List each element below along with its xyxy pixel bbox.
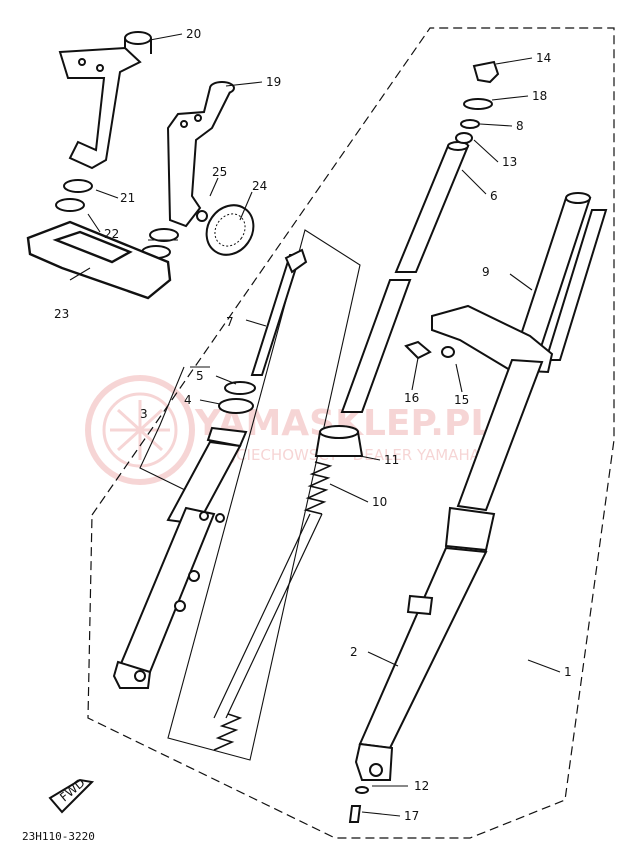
callout-3: 3 (140, 407, 148, 421)
headlight-bracket (58, 31, 152, 170)
callout-17: 17 (404, 809, 419, 823)
callouts: 20 19 25 24 21 22 23 14 18 8 13 6 9 7 16… (54, 27, 572, 823)
callout-24: 24 (252, 179, 267, 193)
reflector-bracket (166, 81, 235, 228)
callout-18: 18 (532, 89, 547, 103)
cap-bolt-set (455, 60, 500, 144)
callout-10: 10 (372, 495, 387, 509)
left-fork-tube (112, 381, 256, 689)
fork-spring (213, 461, 333, 751)
spring-seat (314, 425, 364, 457)
callout-5: 5 (196, 369, 204, 383)
damper-rod (250, 248, 308, 376)
callout-1: 1 (564, 665, 572, 679)
callout-13: 13 (502, 155, 517, 169)
callout-4: 4 (184, 393, 192, 407)
callout-19: 19 (266, 75, 281, 89)
callout-20: 20 (186, 27, 201, 41)
watermark-logo-icon (85, 375, 195, 485)
callout-11: 11 (384, 453, 399, 467)
under-bracket (26, 220, 172, 300)
washers-left (55, 179, 179, 259)
callout-9: 9 (482, 265, 490, 279)
callout-23: 23 (54, 307, 69, 321)
right-fork-assembly (354, 192, 608, 781)
inner-tube (340, 141, 470, 413)
spring-box-outline (167, 229, 361, 761)
callout-8: 8 (516, 119, 524, 133)
drain-bolt (348, 786, 369, 823)
callout-7: 7 (226, 315, 234, 329)
watermark: YAMASKLEP.PL WOJCIECHOWSCY - DEALER YAMA… (85, 375, 493, 485)
callout-25: 25 (212, 165, 227, 179)
fwd-arrow-icon: FWD (48, 776, 95, 814)
callout-22: 22 (104, 227, 119, 241)
nut-25 (196, 210, 208, 222)
callout-14: 14 (536, 51, 551, 65)
callout-6: 6 (490, 189, 498, 203)
bracket-3 (139, 366, 210, 491)
callout-15: 15 (454, 393, 469, 407)
callout-12: 12 (414, 779, 429, 793)
part-code: 23H110-3220 (22, 830, 95, 843)
leader-lines (69, 33, 561, 817)
cap-bolt-14 (472, 60, 500, 84)
callout-21: 21 (120, 191, 135, 205)
callout-2: 2 (350, 645, 358, 659)
callout-16: 16 (404, 391, 419, 405)
reflector (196, 204, 255, 256)
